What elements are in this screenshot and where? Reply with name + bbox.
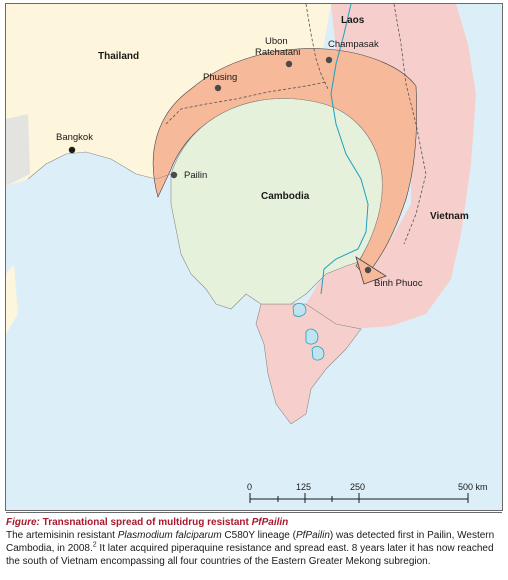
city-dot-champasak	[325, 56, 333, 64]
border-thai-cambodia	[165, 81, 327, 125]
border-thai-laos	[305, 4, 329, 90]
label-thailand: Thailand	[98, 51, 139, 62]
thai-coastline	[27, 151, 172, 180]
label-cambodia: Cambodia	[261, 191, 310, 202]
scale-label-500: 500 km	[458, 482, 488, 492]
caption-title: Figure: Transnational spread of multidru…	[6, 516, 502, 529]
lake	[305, 328, 319, 345]
map-canvas: Thailand Laos Cambodia Vietnam Ubon Ratc…	[6, 4, 502, 510]
cambodia-land	[170, 98, 383, 310]
caption-body-italic-2: PfPailin	[295, 530, 330, 541]
figure-caption: Figure: Transnational spread of multidru…	[6, 516, 502, 568]
caption-body-2: C580Y lineage (	[221, 530, 296, 541]
caption-title-italic: PfPailin	[251, 517, 289, 528]
caption-title-prefix: Figure:	[6, 517, 40, 528]
caption-divider	[6, 512, 502, 513]
label-bangkok: Bangkok	[56, 132, 93, 143]
city-dot-phusing	[214, 84, 222, 92]
caption-body: The artemisinin resistant Plasmodium fal…	[6, 529, 502, 568]
label-ubon-line1: Ubon	[265, 36, 288, 47]
city-dot-binh-phuoc	[364, 266, 372, 274]
label-ubon-line2: Ratchatani	[255, 47, 300, 58]
caption-body-1: The artemisinin resistant	[6, 530, 118, 541]
city-dot-bangkok	[68, 146, 76, 154]
scale-bar: 0 125 250 500 km	[247, 482, 488, 503]
caption-reference: 2	[92, 541, 97, 549]
scale-label-125: 125	[296, 482, 311, 492]
mekong-river	[320, 4, 369, 295]
scale-label-250: 250	[350, 482, 365, 492]
caption-body-italic-1: Plasmodium falciparum	[117, 530, 222, 541]
west-land-2	[6, 264, 18, 334]
west-land	[6, 114, 30, 186]
vietnam-land	[306, 4, 476, 329]
label-laos: Laos	[341, 15, 365, 26]
city-dot-pailin	[170, 171, 178, 179]
lake	[311, 346, 325, 361]
label-champasak: Champasak	[328, 39, 379, 50]
caption-title-text: Transnational spread of multidrug resist…	[39, 517, 252, 528]
map-frame: Thailand Laos Cambodia Vietnam Ubon Ratc…	[5, 3, 503, 511]
label-binh-phuoc: Binh Phuoc	[374, 278, 423, 289]
mekong-delta	[255, 303, 362, 425]
border-laos-vietnam	[393, 4, 427, 245]
label-phusing: Phusing	[203, 72, 237, 83]
caption-body-3: ) was detected first in Pailin, Western …	[6, 530, 495, 554]
label-vietnam: Vietnam	[430, 211, 469, 222]
thailand-land	[6, 4, 331, 186]
caption-body-4: It later acquired piperaquine resistance…	[6, 543, 494, 567]
city-dot-ubon	[285, 60, 293, 68]
scale-label-0: 0	[247, 482, 252, 492]
label-pailin: Pailin	[184, 170, 207, 181]
lake	[292, 302, 307, 317]
